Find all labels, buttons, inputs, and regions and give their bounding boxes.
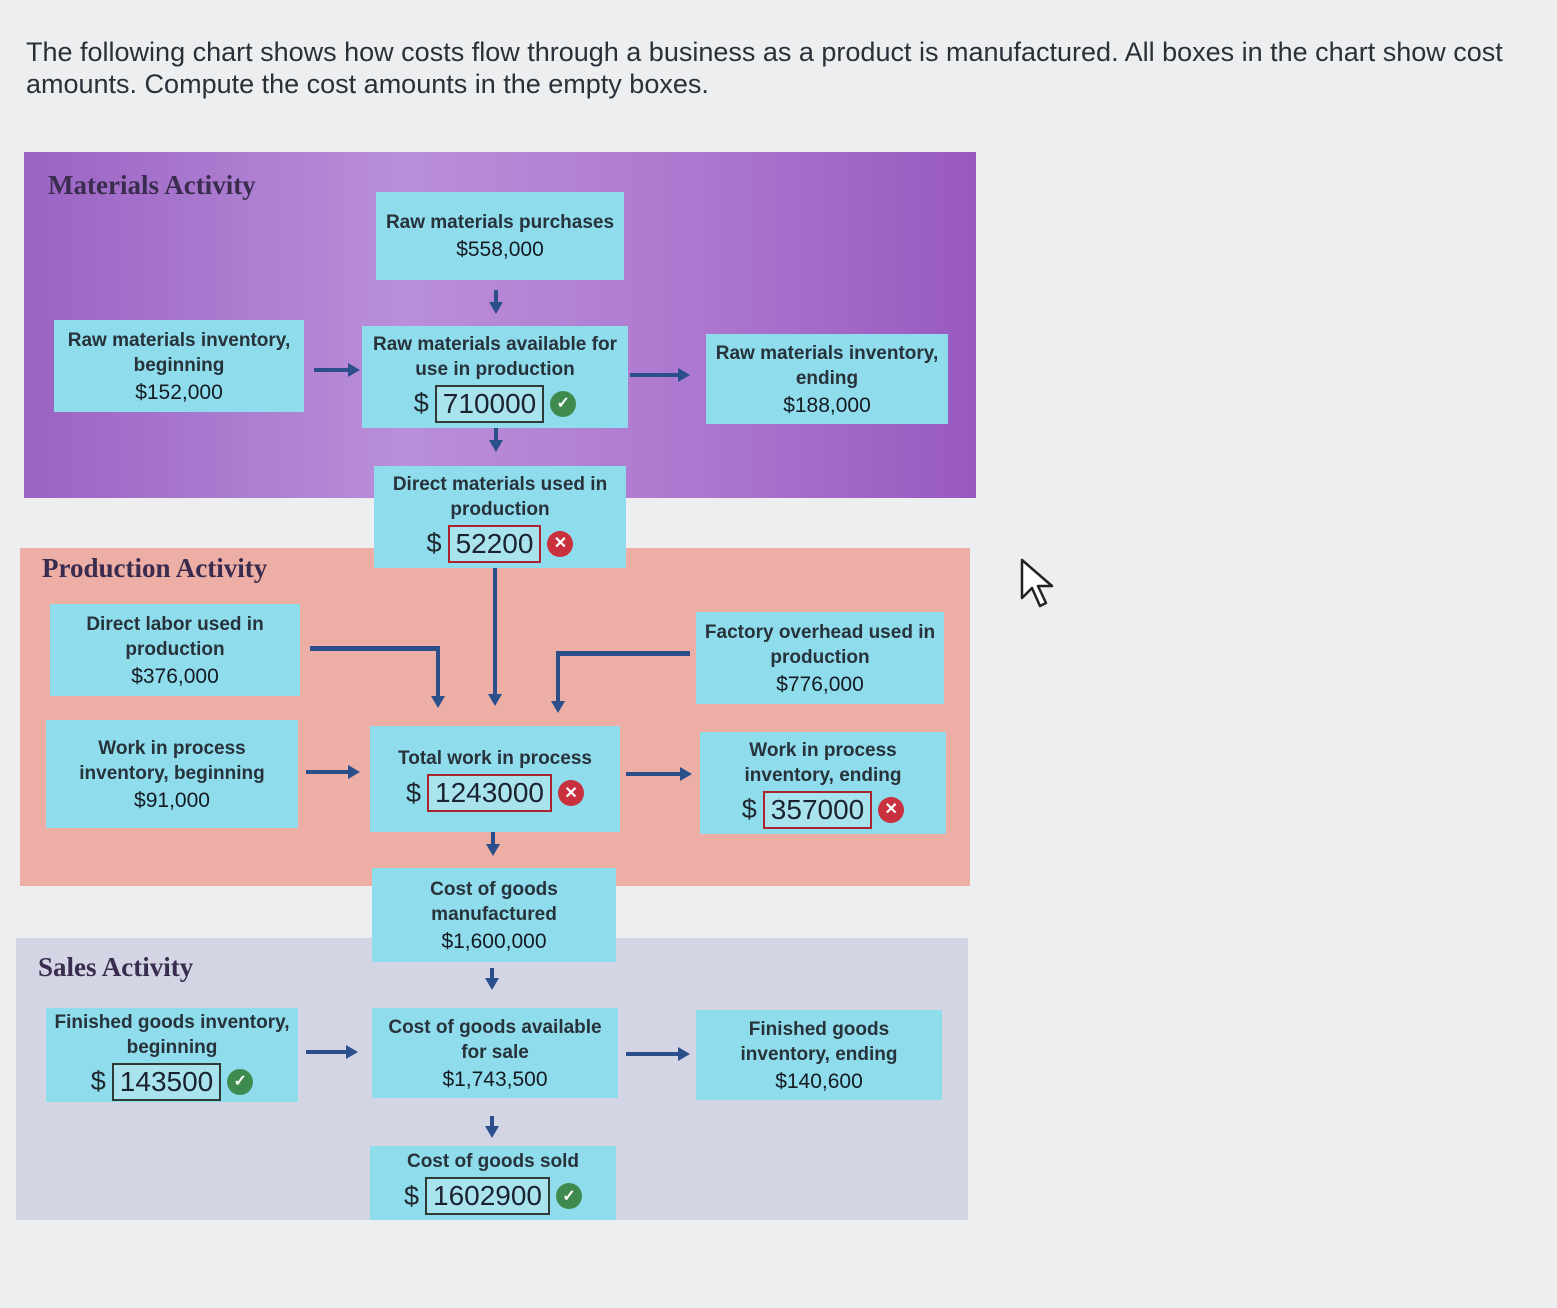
finished-goods-ending-amount: $140,600 — [775, 1069, 863, 1093]
wip-ending-label: Work in process inventory, ending — [744, 739, 902, 786]
check-circle-icon: ✓ — [227, 1068, 254, 1095]
cost-of-goods-manufactured-label: Cost of goods manufactured — [430, 878, 558, 925]
finished-goods-beginning-input[interactable]: 143500 — [111, 1062, 222, 1101]
connector — [494, 428, 498, 442]
arrow-right-icon — [678, 368, 690, 382]
currency-symbol: $ — [90, 1066, 106, 1096]
arrow-down-icon — [488, 694, 502, 706]
raw-materials-beginning-label: Raw materials inventory, beginning — [67, 329, 291, 376]
connector — [491, 832, 495, 846]
connector — [306, 1050, 348, 1054]
currency-symbol: $ — [405, 777, 421, 808]
raw-materials-available-entry: $ 710000 ✓ — [413, 384, 577, 423]
cost-of-goods-sold-box: Cost of goods sold $ 1602900 ✓ — [370, 1146, 616, 1220]
raw-materials-available-label: Raw materials available for use in produ… — [373, 333, 617, 380]
arrow-down-icon — [431, 696, 445, 708]
finished-goods-beginning-box: Finished goods inventory, beginning $ 14… — [46, 1008, 298, 1102]
direct-labor-used-label: Direct labor used in production — [86, 613, 264, 660]
check-circle-icon: ✓ — [556, 1183, 583, 1209]
connector — [306, 770, 350, 774]
total-work-in-process-label: Total work in process — [398, 748, 592, 769]
raw-materials-ending-label: Raw materials inventory, ending — [715, 342, 939, 389]
arrow-down-icon — [551, 701, 565, 713]
wip-ending-entry: $ 357000 ✕ — [741, 790, 905, 829]
wip-ending-input[interactable]: 357000 — [762, 790, 873, 829]
arrow-right-icon — [680, 767, 692, 781]
mouse-pointer-icon — [1020, 558, 1054, 608]
wip-beginning-box: Work in process inventory, beginning $91… — [46, 720, 298, 828]
raw-materials-ending-amount: $188,000 — [783, 393, 871, 417]
sales-activity-title: Sales Activity — [38, 952, 194, 982]
connector — [490, 968, 494, 980]
connector — [626, 772, 682, 776]
direct-materials-used-label: Direct materials used in production — [392, 473, 608, 520]
raw-materials-ending-box: Raw materials inventory, ending $188,000 — [706, 334, 948, 424]
arrow-right-icon — [348, 363, 360, 377]
total-work-in-process-box: Total work in process $ 1243000 ✕ — [370, 726, 620, 832]
wip-beginning-label: Work in process inventory, beginning — [79, 737, 265, 784]
connector — [494, 290, 498, 304]
arrow-down-icon — [485, 978, 499, 990]
raw-materials-beginning-amount: $152,000 — [135, 380, 223, 404]
production-activity-title: Production Activity — [42, 553, 268, 583]
arrow-right-icon — [348, 765, 360, 779]
raw-materials-purchases-amount: $558,000 — [456, 238, 544, 261]
currency-symbol: $ — [426, 528, 442, 558]
x-circle-icon: ✕ — [878, 796, 905, 823]
connector — [630, 373, 680, 377]
instructions-text: The following chart shows how costs flow… — [26, 37, 1503, 99]
connector — [310, 646, 440, 651]
direct-materials-used-input[interactable]: 52200 — [447, 524, 542, 563]
connector — [556, 651, 560, 703]
factory-overhead-used-box: Factory overhead used in production $776… — [696, 612, 944, 704]
finished-goods-ending-box: Finished goods inventory, ending $140,60… — [696, 1010, 942, 1100]
arrow-down-icon — [489, 440, 503, 452]
raw-materials-available-input[interactable]: 710000 — [434, 384, 545, 423]
direct-materials-used-entry: $ 52200 ✕ — [426, 524, 574, 563]
wip-ending-box: Work in process inventory, ending $ 3570… — [700, 732, 946, 834]
connector — [314, 368, 350, 372]
cost-of-goods-sold-label: Cost of goods sold — [406, 1151, 580, 1172]
arrow-right-icon — [678, 1047, 690, 1061]
factory-overhead-used-amount: $776,000 — [776, 672, 864, 696]
connector — [556, 651, 690, 656]
finished-goods-beginning-entry: $ 143500 ✓ — [90, 1062, 254, 1101]
arrow-down-icon — [486, 844, 500, 856]
cost-of-goods-available-label: Cost of goods available for sale — [388, 1016, 602, 1063]
currency-symbol: $ — [413, 388, 429, 418]
connector — [490, 1116, 494, 1128]
materials-activity-title: Materials Activity — [48, 170, 256, 200]
check-circle-icon: ✓ — [550, 390, 577, 417]
factory-overhead-used-label: Factory overhead used in production — [704, 621, 936, 668]
raw-materials-beginning-box: Raw materials inventory, beginning $152,… — [54, 320, 304, 412]
arrow-down-icon — [485, 1126, 499, 1138]
raw-materials-purchases-box: Raw materials purchases $558,000 — [376, 192, 624, 280]
cost-of-goods-sold-input[interactable]: 1602900 — [425, 1177, 551, 1215]
currency-symbol: $ — [741, 794, 757, 824]
arrow-down-icon — [489, 302, 503, 314]
wip-beginning-amount: $91,000 — [134, 788, 210, 812]
cost-of-goods-available-amount: $1,743,500 — [442, 1067, 548, 1091]
x-circle-icon: ✕ — [558, 780, 585, 806]
currency-symbol: $ — [403, 1180, 419, 1211]
direct-labor-used-amount: $376,000 — [131, 664, 219, 688]
x-circle-icon: ✕ — [547, 530, 574, 557]
finished-goods-beginning-label: Finished goods inventory, beginning — [54, 1011, 290, 1058]
cost-of-goods-manufactured-box: Cost of goods manufactured $1,600,000 — [372, 868, 616, 962]
direct-labor-used-box: Direct labor used in production $376,000 — [50, 604, 300, 696]
raw-materials-purchases-label: Raw materials purchases — [385, 212, 615, 233]
connector — [493, 568, 497, 696]
cost-of-goods-manufactured-amount: $1,600,000 — [441, 929, 547, 953]
connector — [626, 1052, 680, 1056]
raw-materials-available-box: Raw materials available for use in produ… — [362, 326, 628, 428]
total-work-in-process-input[interactable]: 1243000 — [427, 774, 553, 812]
finished-goods-ending-label: Finished goods inventory, ending — [740, 1018, 898, 1065]
connector — [436, 646, 440, 698]
direct-materials-used-box: Direct materials used in production $ 52… — [374, 466, 626, 568]
arrow-right-icon — [346, 1045, 358, 1059]
cost-of-goods-available-box: Cost of goods available for sale $1,743,… — [372, 1008, 618, 1098]
total-work-in-process-entry: $ 1243000 ✕ — [405, 774, 585, 812]
cost-of-goods-sold-entry: $ 1602900 ✓ — [403, 1177, 583, 1215]
